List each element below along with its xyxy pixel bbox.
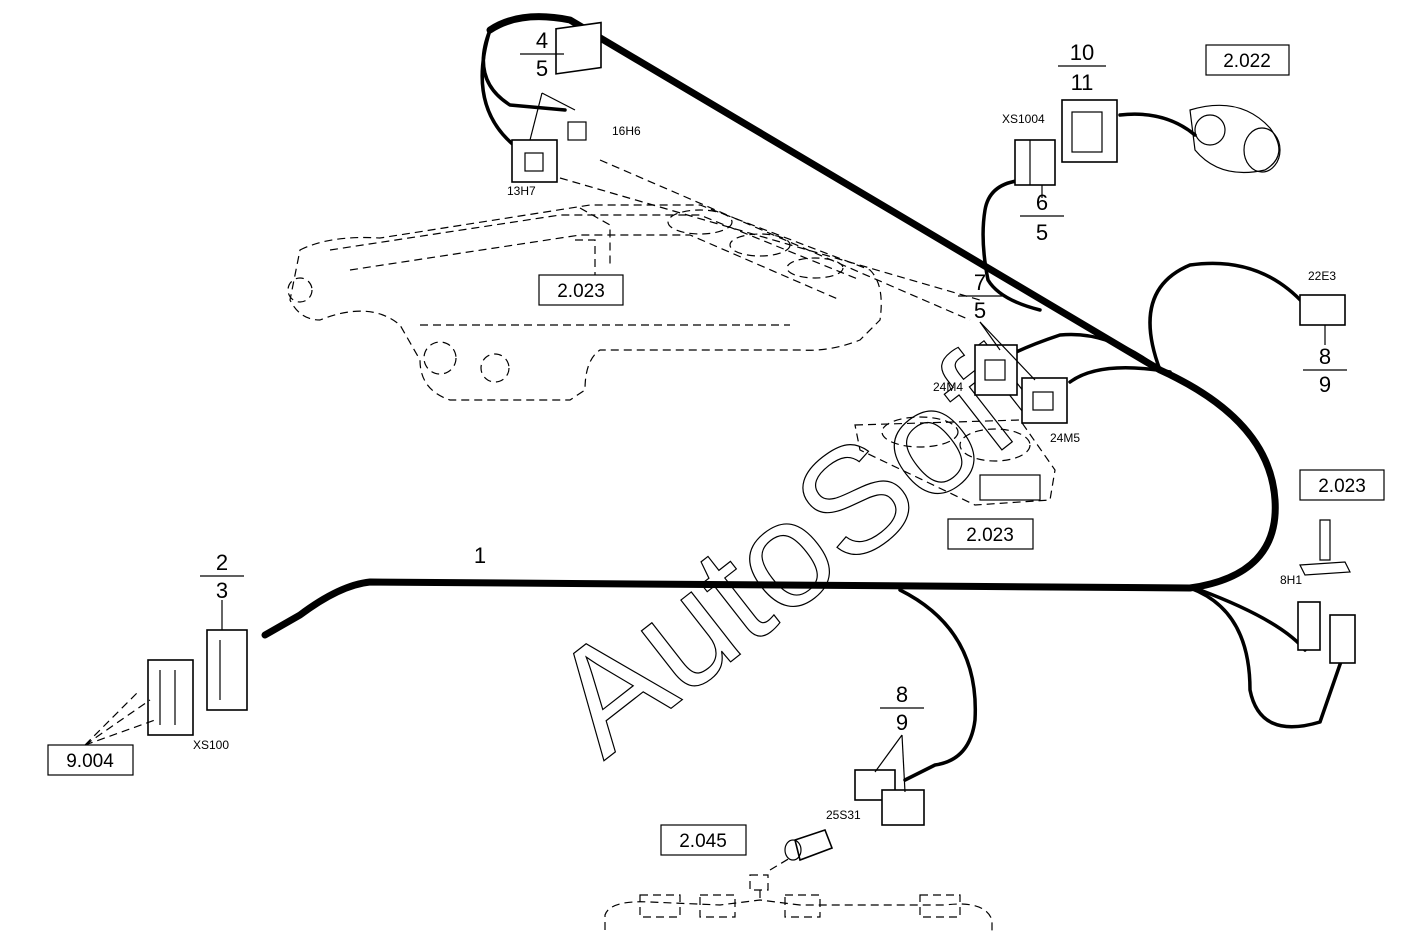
label-16H6: 16H6 (612, 124, 641, 138)
connector-22E3 (1299, 294, 1346, 326)
connector-10-11 (1061, 99, 1118, 163)
reference-box-2022[interactable]: 2.022 (1205, 44, 1290, 76)
svg-text:2: 2 (216, 550, 228, 575)
reference-box-2045[interactable]: 2.045 (660, 824, 747, 856)
label-25S31: 25S31 (826, 808, 861, 822)
connector-24M5 (1021, 377, 1068, 424)
reference-box-2023-top[interactable]: 2.023 (538, 274, 624, 306)
svg-text:5: 5 (536, 56, 548, 81)
label-XS1004: XS1004 (1002, 112, 1045, 126)
svg-text:2.022: 2.022 (1223, 51, 1271, 72)
callout-8-9-bottom: 8 9 (880, 682, 924, 735)
dashed-frame-assembly (287, 159, 981, 401)
label-22E3: 22E3 (1308, 269, 1336, 283)
callout-8-9-right: 8 9 (1303, 344, 1347, 397)
label-13H7: 13H7 (507, 184, 536, 198)
pipe-assembly-2045 (604, 857, 993, 935)
label-XS100: XS100 (193, 738, 229, 752)
svg-text:11: 11 (1071, 70, 1094, 95)
svg-text:8: 8 (1319, 344, 1331, 369)
callout-10-11: 10 11 (1058, 40, 1106, 95)
connector-24M4 (974, 344, 1018, 396)
svg-text:4: 4 (536, 28, 548, 53)
component-8H1 (1299, 519, 1351, 576)
reference-box-2023-right[interactable]: 2.023 (1299, 469, 1385, 501)
svg-text:3: 3 (216, 578, 228, 603)
reference-box-9004[interactable]: 9.004 (47, 744, 134, 776)
svg-text:2.023: 2.023 (1318, 476, 1366, 497)
connector-XS1004 (1014, 139, 1056, 186)
connector-16H6 (555, 21, 602, 141)
label-24M4: 24M4 (933, 380, 963, 394)
svg-text:2.045: 2.045 (679, 831, 727, 852)
leader-lines (84, 92, 1326, 793)
svg-text:9: 9 (1319, 372, 1331, 397)
connector-25S31-pair (854, 769, 925, 826)
svg-text:9: 9 (896, 710, 908, 735)
connector-13H7 (511, 139, 558, 183)
callout-4-5: 4 5 (520, 28, 564, 81)
svg-text:9.004: 9.004 (66, 751, 114, 772)
svg-text:6: 6 (1036, 190, 1048, 215)
connectors-8H1-pair (1297, 601, 1356, 664)
label-24M5: 24M5 (1050, 431, 1080, 445)
svg-text:5: 5 (1036, 220, 1048, 245)
motor-component-2022 (1189, 104, 1281, 174)
reference-box-2023-mid[interactable]: 2.023 (947, 518, 1034, 550)
harness-label: 1 (474, 543, 486, 568)
svg-text:10: 10 (1070, 40, 1094, 65)
svg-text:2.023: 2.023 (966, 525, 1014, 546)
callout-2-3: 2 3 (200, 550, 244, 603)
svg-text:8: 8 (896, 682, 908, 707)
main-harness (261, 13, 1347, 782)
connector-XS100-plug (147, 629, 248, 736)
svg-text:5: 5 (974, 298, 986, 323)
callout-6-5: 6 5 (1020, 190, 1064, 245)
blower-unit-2023 (854, 416, 1056, 506)
svg-text:2.023: 2.023 (557, 281, 605, 302)
switch-25S31 (784, 829, 834, 862)
label-8H1: 8H1 (1280, 573, 1302, 587)
callout-7-5: 7 5 (958, 270, 1002, 323)
svg-text:7: 7 (974, 270, 986, 295)
